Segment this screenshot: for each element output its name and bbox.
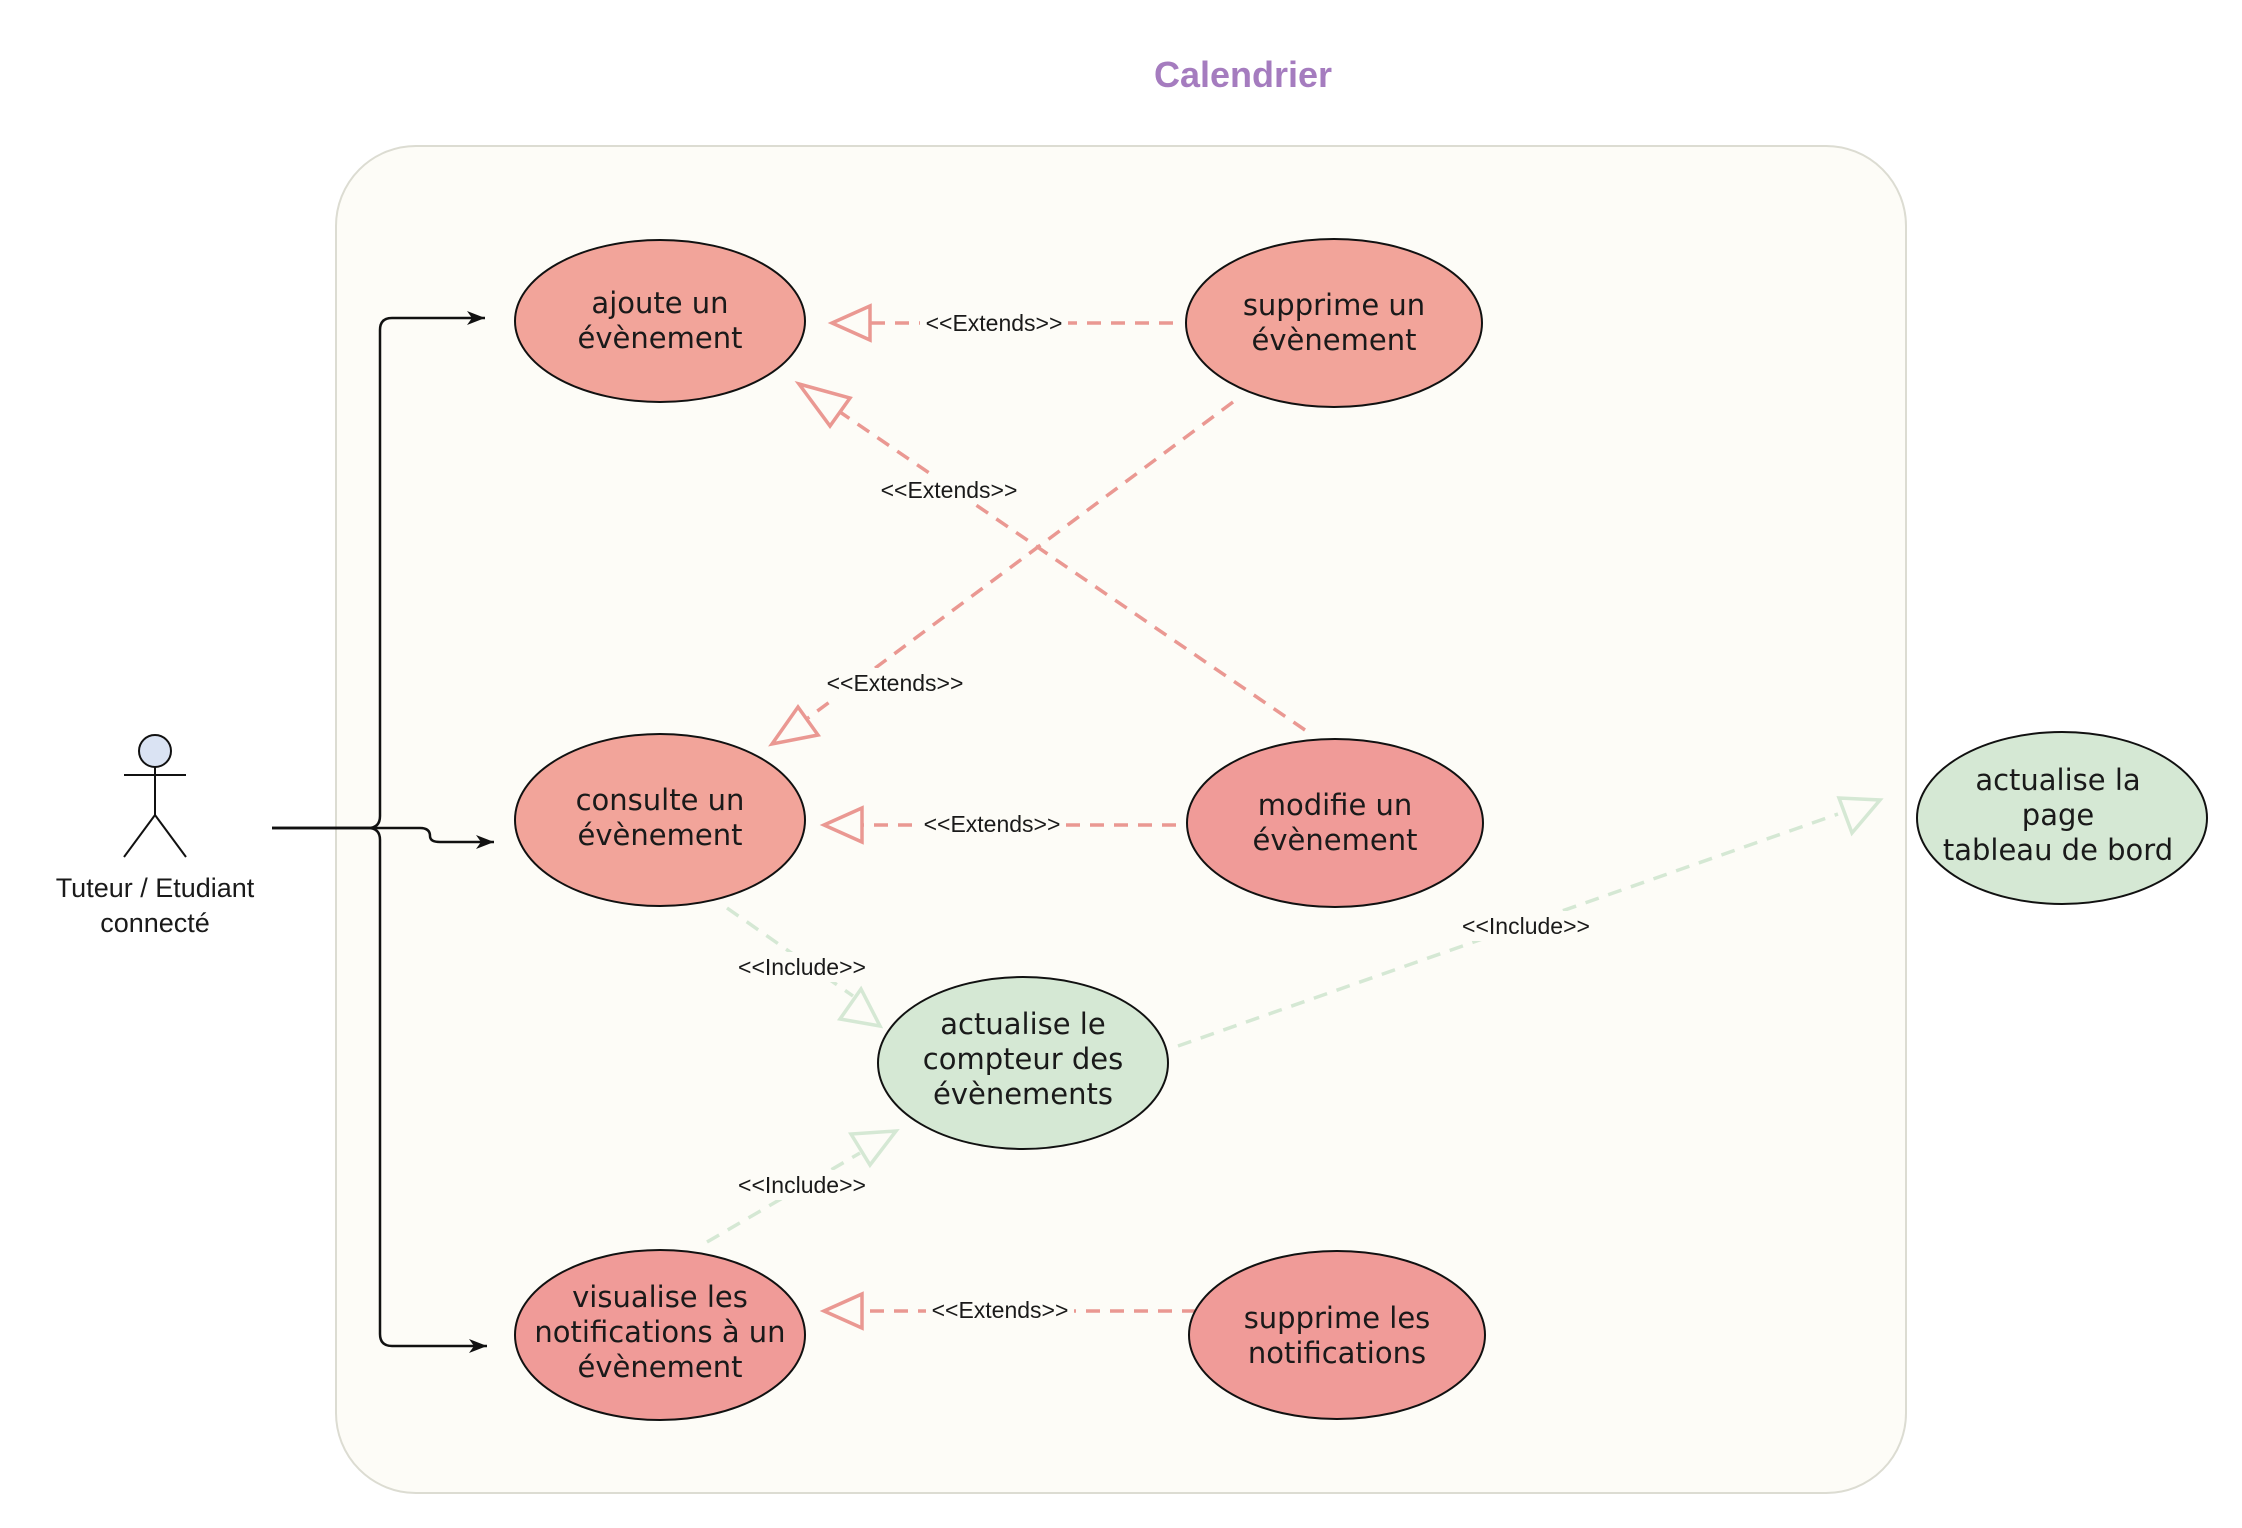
- actor-right-leg: [154, 814, 187, 858]
- extends-arrowhead-consulte-b: [819, 805, 864, 845]
- uc-tableau-line3: tableau de bord: [1943, 833, 2173, 867]
- extends-line-supprime-consulte: [806, 400, 1235, 720]
- uc-ajoute-line1: ajoute un: [591, 286, 728, 320]
- association-consulte: [272, 826, 494, 849]
- label-extends-supprime-notif: <<Extends>>: [932, 1297, 1069, 1323]
- actor-label-line1: Tuteur / Etudiant: [56, 873, 255, 903]
- label-include-visualise: <<Include>>: [738, 1172, 866, 1198]
- extends-arrowhead-visualise: [819, 1291, 864, 1331]
- label-include-consulte: <<Include>>: [738, 954, 866, 980]
- include-arrowhead-tableau: [1836, 796, 1884, 837]
- uc-consulte-line1: consulte un: [576, 783, 745, 817]
- label-include-tableau: <<Include>>: [1462, 913, 1590, 939]
- actor-tuteur-etudiant: [123, 734, 187, 858]
- uc-compteur-line1: actualise le: [940, 1007, 1105, 1041]
- uc-compteur-line2: compteur des: [923, 1042, 1123, 1076]
- label-bg: [732, 1170, 872, 1200]
- uc-visualise-line2: notifications à un: [534, 1315, 785, 1349]
- include-line-visualise-compteur: [706, 1151, 861, 1244]
- uc-modifie-line1: modifie un: [1258, 788, 1413, 822]
- uc-supprime-notif-line2: notifications: [1248, 1336, 1426, 1370]
- use-case-actualise-compteur[interactable]: [877, 976, 1169, 1150]
- diagram-title: Calendrier: [1154, 54, 1332, 95]
- label-bg: [926, 1294, 1074, 1324]
- uc-modifie-line2: évènement: [1253, 823, 1418, 857]
- label-extends-supprime-consulte: <<Extends>>: [827, 670, 964, 696]
- extends-arrowhead-ajoute: [827, 303, 872, 343]
- actor-head: [138, 734, 172, 768]
- label-bg: [874, 474, 1024, 504]
- uc-compteur-line3: évènements: [933, 1077, 1113, 1111]
- use-case-ajoute-evenement[interactable]: [514, 239, 806, 403]
- label-bg: [920, 307, 1068, 337]
- label-bg: [918, 808, 1066, 838]
- uc-ajoute-line2: évènement: [578, 321, 743, 355]
- use-case-visualise-notifications[interactable]: [514, 1249, 806, 1421]
- use-case-consulte-evenement[interactable]: [514, 733, 806, 907]
- uc-supprime-line1: supprime un: [1243, 288, 1425, 322]
- uc-consulte-line2: évènement: [578, 818, 743, 852]
- label-bg: [732, 952, 872, 982]
- actor-left-leg: [123, 814, 156, 858]
- label-extends-modifie-ajoute: <<Extends>>: [881, 477, 1018, 503]
- use-case-actualise-tableau[interactable]: [1916, 731, 2208, 905]
- uc-supprime-notif-line1: supprime les: [1244, 1301, 1431, 1335]
- extends-line-modifie-ajoute: [839, 410, 1306, 732]
- uc-visualise-line3: évènement: [578, 1350, 743, 1384]
- uc-tableau-line2: page: [2022, 798, 2094, 832]
- system-boundary: [335, 145, 1907, 1494]
- use-case-modifie-evenement[interactable]: [1186, 738, 1484, 908]
- label-bg: [820, 668, 970, 698]
- label-bg: [1456, 911, 1596, 941]
- label-extends-supprime-ajoute: <<Extends>>: [926, 310, 1063, 336]
- uc-tableau-line1: actualise la: [1975, 763, 2140, 797]
- actor-label-line2: connecté: [100, 908, 210, 938]
- use-case-supprime-evenement[interactable]: [1185, 238, 1483, 408]
- label-extends-modifie-consulte: <<Extends>>: [924, 811, 1061, 837]
- include-arrowhead-compteur-b: [847, 1128, 900, 1169]
- use-case-supprime-notifications[interactable]: [1188, 1250, 1486, 1420]
- include-arrowhead-compteur-a: [836, 985, 884, 1029]
- uc-supprime-line2: évènement: [1252, 323, 1417, 357]
- extends-arrowhead-consulte-a: [768, 703, 822, 747]
- association-visualise: [272, 826, 487, 1353]
- extends-arrowhead-ajoute-b: [794, 380, 853, 429]
- uc-visualise-line1: visualise les: [572, 1280, 748, 1314]
